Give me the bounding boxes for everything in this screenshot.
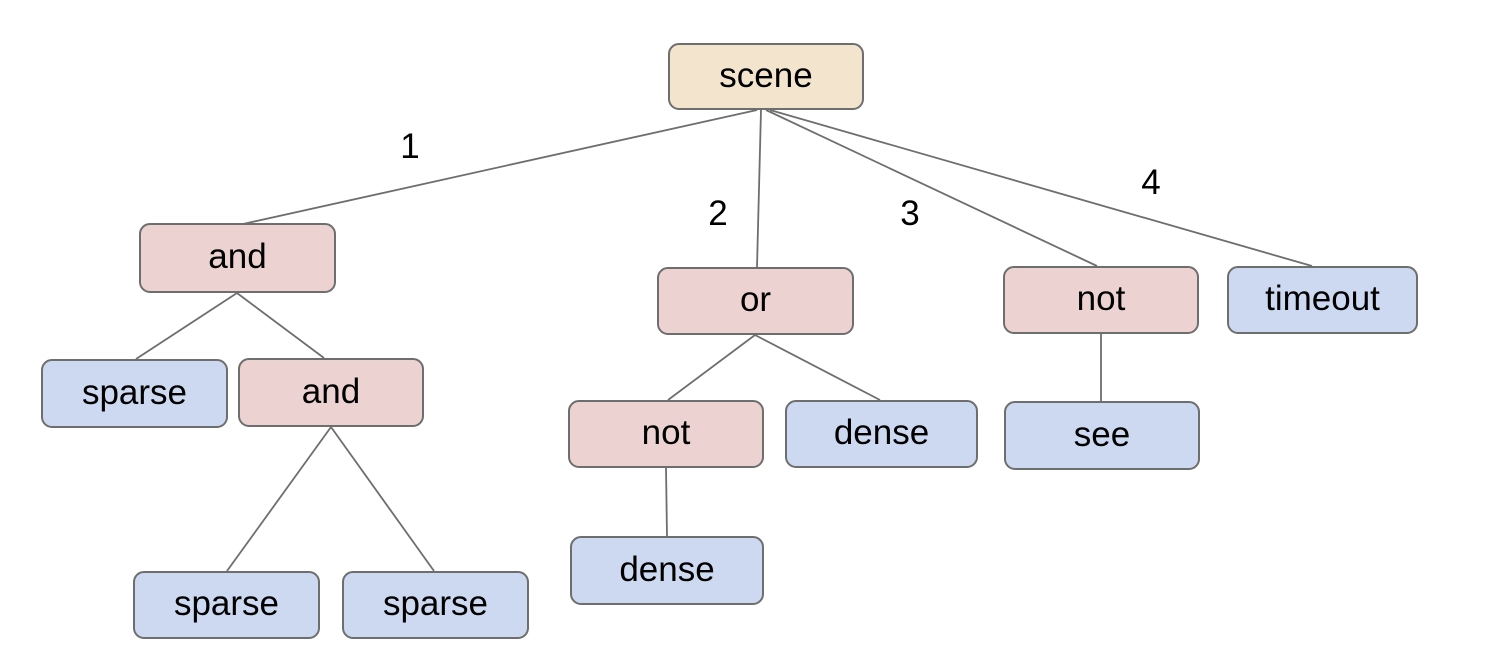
node-sparse-1: sparse — [41, 359, 228, 428]
edge-label-1: 1 — [400, 127, 420, 166]
edge-not2-dense2 — [665, 467, 668, 537]
edge-scene-timeout1 — [769, 109, 1313, 267]
node-sparse-2: sparse — [133, 571, 320, 639]
edge-label-4: 4 — [1141, 163, 1161, 202]
node-see: see — [1004, 401, 1200, 470]
node-not-2: not — [568, 400, 764, 468]
edge-and1-and2 — [236, 292, 325, 359]
node-and-1: and — [139, 223, 336, 293]
edge-and1-sparse1 — [135, 292, 238, 360]
node-or: or — [657, 267, 854, 335]
edge-label-3: 3 — [900, 194, 920, 233]
node-and-2: and — [238, 358, 424, 427]
node-sparse-3: sparse — [342, 571, 529, 639]
edge-scene-or1 — [756, 109, 762, 268]
edge-or1-dense1 — [754, 334, 881, 401]
node-timeout: timeout — [1227, 266, 1418, 334]
edge-label-2: 2 — [708, 194, 728, 233]
node-not-1: not — [1003, 266, 1199, 334]
node-scene: scene — [668, 43, 864, 110]
edge-scene-and1 — [242, 109, 758, 225]
edge-and2-sparse2 — [226, 426, 332, 572]
edge-scene-not1 — [765, 109, 1098, 267]
node-dense-2: dense — [570, 536, 764, 605]
node-dense-1: dense — [785, 400, 978, 468]
edge-or1-not2 — [667, 334, 756, 401]
edge-and2-sparse3 — [330, 426, 435, 572]
